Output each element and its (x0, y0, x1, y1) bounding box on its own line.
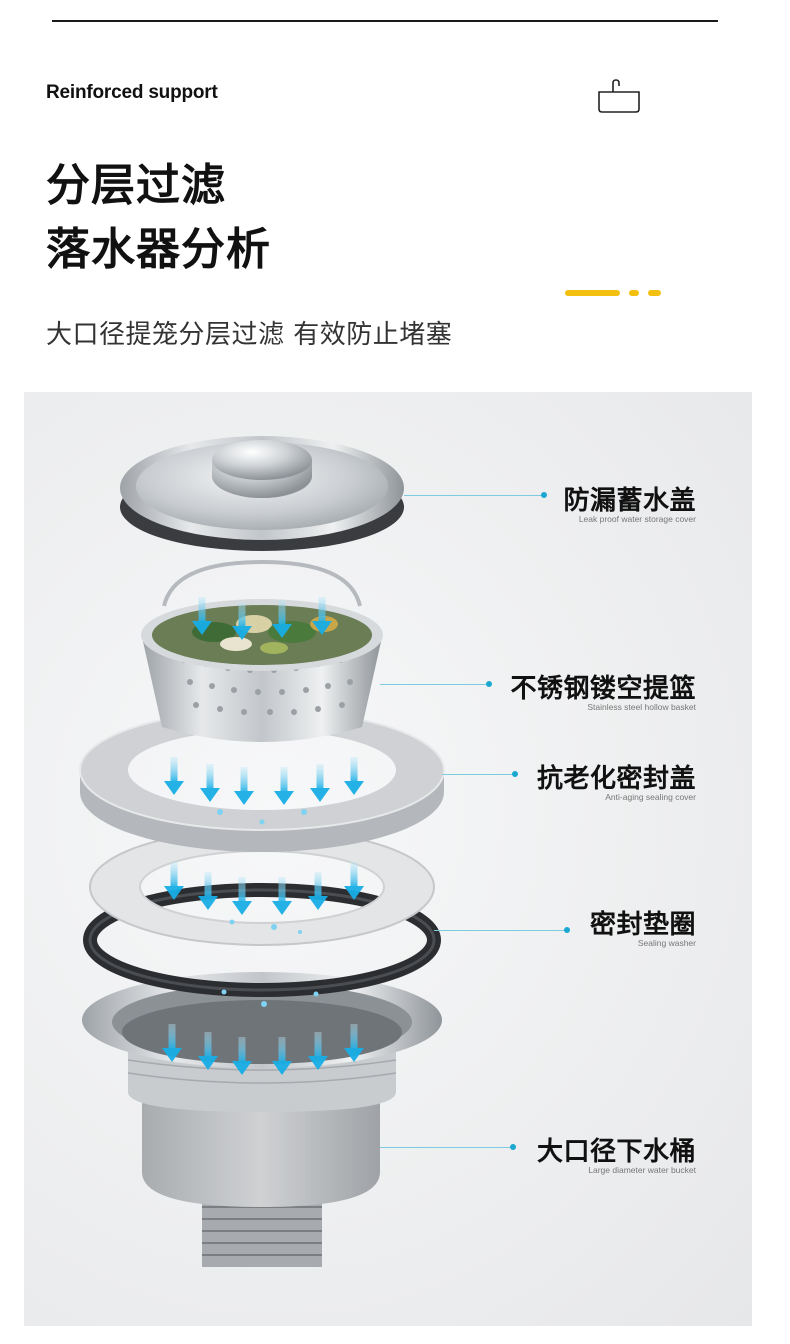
exploded-view-panel: 防漏蓄水盖 Leak proof water storage cover 不锈钢… (24, 392, 752, 1326)
page-title-line-2: 落水器分析 (46, 224, 271, 275)
hollow-basket-part (141, 559, 383, 742)
page-subtitle: 大口径提笼分层过滤 有效防止堵塞 (46, 320, 453, 350)
page-title-line-1: 分层过滤 (46, 160, 226, 211)
sink-icon (598, 79, 640, 113)
leader-line-storage-cover (404, 495, 544, 496)
accent-dash-short-2 (648, 290, 661, 296)
label-hollow-basket: 不锈钢镂空提篮 (510, 674, 696, 704)
leader-line-water-bucket (380, 1147, 512, 1148)
drain-exploded-illustration (79, 436, 445, 1267)
label-storage-cover-en: Leak proof water storage cover (578, 514, 696, 524)
water-droplets (217, 809, 319, 1007)
label-water-bucket: 大口径下水桶 (536, 1137, 696, 1167)
label-sealing-washer-en: Sealing washer (637, 938, 696, 948)
leader-line-sealing-cover (442, 774, 514, 775)
label-sealing-cover: 抗老化密封盖 (536, 764, 696, 794)
bucket-part (82, 972, 442, 1267)
black-gasket-part (83, 883, 441, 997)
label-sealing-washer: 密封垫圈 (589, 910, 696, 940)
label-water-bucket-en: Large diameter water bucket (588, 1165, 696, 1175)
eyebrow-text: Reinforced support (46, 82, 218, 103)
leader-dot-water-bucket (510, 1144, 516, 1150)
storage-cover-part (120, 436, 404, 551)
label-sealing-cover-en: Anti-aging sealing cover (605, 792, 696, 802)
sealing-cover-part (79, 709, 445, 852)
accent-dash-short-1 (629, 290, 639, 296)
leader-line-hollow-basket (380, 684, 490, 685)
label-hollow-basket-en: Stainless steel hollow basket (587, 702, 696, 712)
leader-dot-sealing-washer (564, 927, 570, 933)
accent-dash-long (565, 290, 620, 296)
leader-dot-sealing-cover (512, 771, 518, 777)
leader-line-sealing-washer (434, 930, 566, 931)
label-storage-cover: 防漏蓄水盖 (563, 486, 696, 516)
top-divider (52, 20, 718, 22)
leader-dot-hollow-basket (486, 681, 492, 687)
leader-dot-storage-cover (541, 492, 547, 498)
